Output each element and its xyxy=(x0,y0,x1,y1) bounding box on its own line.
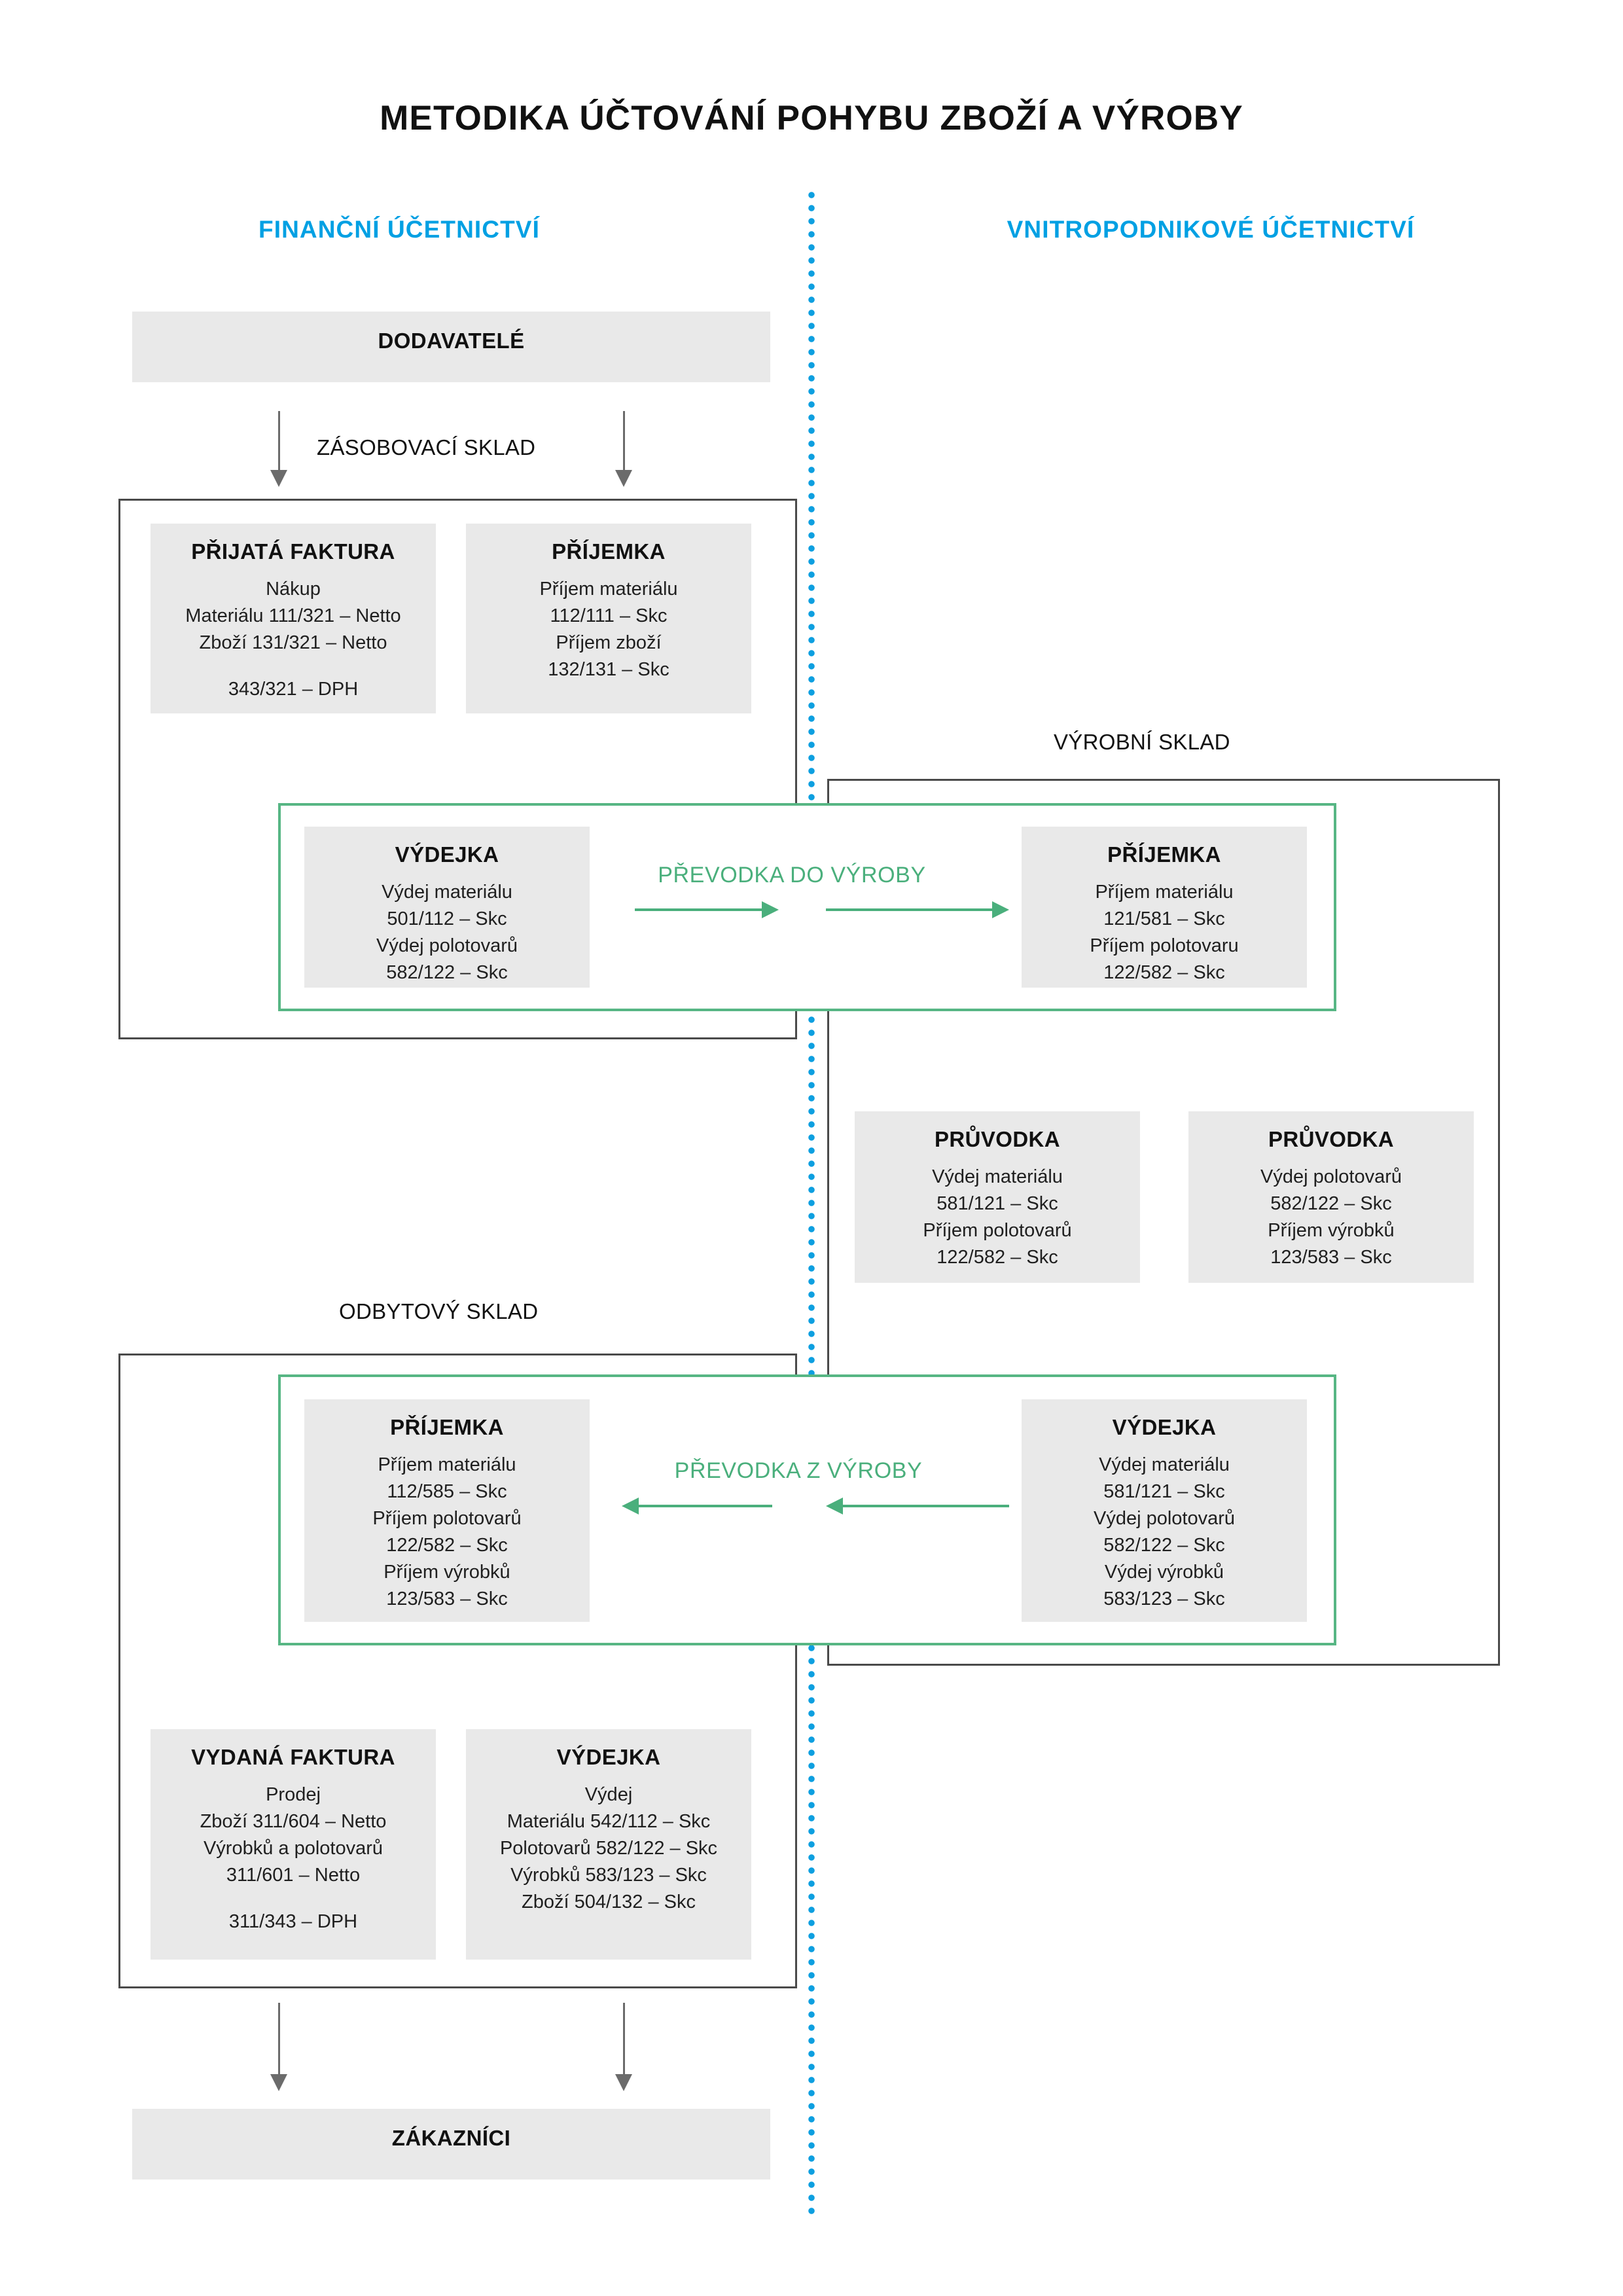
card-line: Nákup xyxy=(266,579,321,600)
card-title: VÝDEJKA xyxy=(556,1745,661,1769)
suppliers-label: DODAVATELÉ xyxy=(378,329,525,353)
card-line: Výdej materiálu xyxy=(932,1166,1063,1187)
card-title: VYDANÁ FAKTURA xyxy=(191,1745,395,1769)
card-title: PŘÍJEMKA xyxy=(390,1415,504,1439)
card-worksheet-material: PRŮVODKA Výdej materiálu 581/121 – Skc P… xyxy=(855,1111,1140,1283)
card-title: PŘÍJEMKA xyxy=(1107,842,1221,867)
card-line: 581/121 – Skc xyxy=(936,1193,1058,1214)
card-line: Materiálu 542/112 – Skc xyxy=(507,1811,711,1832)
vertical-dotted-divider xyxy=(806,190,817,2219)
card-line: Polotovarů 582/122 – Skc xyxy=(499,1838,718,1859)
card-line: Zboží 311/604 – Netto xyxy=(200,1811,387,1832)
card-line: Výdej xyxy=(584,1784,633,1805)
card-line: 343/321 – DPH xyxy=(228,679,359,700)
arrow-issue-to-customers xyxy=(615,2003,632,2091)
card-line: 121/581 – Skc xyxy=(1103,908,1225,929)
card-line: 122/582 – Skc xyxy=(386,1535,508,1556)
card-line: Výdej polotovarů xyxy=(376,935,518,956)
arrow-invoice-to-customers xyxy=(270,2003,287,2091)
card-line: Výdej polotovarů xyxy=(1093,1508,1236,1529)
card-line: Příjem polotovarů xyxy=(372,1508,522,1529)
card-issued-invoice: VYDANÁ FAKTURA Prodej Zboží 311/604 – Ne… xyxy=(151,1729,436,1960)
label-sales-warehouse: ODBYTOVÝ SKLAD xyxy=(339,1299,539,1323)
card-line: 112/111 – Skc xyxy=(550,605,668,626)
flow-label-to-production: PŘEVODKA DO VÝROBY xyxy=(658,863,926,888)
card-line: Příjem polotovaru xyxy=(1090,935,1239,956)
card-line: 583/123 – Skc xyxy=(1103,1588,1225,1609)
column-caption-financial-accounting: FINANČNÍ ÚČETNICTVÍ xyxy=(259,216,540,243)
card-line: Příjem polotovarů xyxy=(923,1220,1072,1241)
card-line: 123/583 – Skc xyxy=(386,1588,508,1609)
card-line: Příjem výrobků xyxy=(383,1562,510,1583)
card-title: PRŮVODKA xyxy=(1268,1127,1395,1151)
card-line: Příjem výrobků xyxy=(1268,1220,1395,1241)
card-line: Příjem materiálu xyxy=(1095,882,1234,903)
arrow-suppliers-to-receipt xyxy=(615,411,632,487)
customers-label: ZÁKAZNÍCI xyxy=(391,2126,511,2150)
card-line: 311/601 – Netto xyxy=(226,1865,361,1886)
card-line: Výrobků 583/123 – Skc xyxy=(510,1865,707,1886)
card-sales-receipt: PŘÍJEMKA Příjem materiálu 112/585 – Skc … xyxy=(304,1399,590,1622)
suppliers-box: DODAVATELÉ xyxy=(132,312,770,382)
card-title: VÝDEJKA xyxy=(395,842,499,867)
card-production-receipt: PŘÍJEMKA Příjem materiálu 121/581 – Skc … xyxy=(1022,827,1307,988)
arrow-from-production-left xyxy=(622,1498,772,1515)
card-line: 112/585 – Skc xyxy=(387,1481,507,1502)
column-caption-internal-accounting: VNITROPODNIKOVÉ ÚČETNICTVÍ xyxy=(1007,216,1415,243)
card-line: 311/343 – DPH xyxy=(228,1911,358,1932)
label-supply-warehouse: ZÁSOBOVACÍ SKLAD xyxy=(317,435,536,459)
card-line: 501/112 – Skc xyxy=(387,908,507,929)
card-line: 582/122 – Skc xyxy=(1103,1535,1225,1556)
arrow-to-production-right xyxy=(826,901,1009,918)
card-supply-issue: VÝDEJKA Výdej materiálu 501/112 – Skc Vý… xyxy=(304,827,590,988)
card-line: 132/131 – Skc xyxy=(548,659,669,680)
card-line: Příjem materiálu xyxy=(378,1454,516,1475)
card-line: 582/122 – Skc xyxy=(1270,1193,1392,1214)
card-production-issue: VÝDEJKA Výdej materiálu 581/121 – Skc Vý… xyxy=(1022,1399,1307,1622)
card-line: 581/121 – Skc xyxy=(1103,1481,1225,1502)
customers-box: ZÁKAZNÍCI xyxy=(132,2109,770,2179)
arrow-from-production-right xyxy=(826,1498,1009,1515)
card-line: Zboží 131/321 – Netto xyxy=(199,632,387,653)
card-line: 123/583 – Skc xyxy=(1270,1247,1392,1268)
card-title: PRŮVODKA xyxy=(934,1127,1061,1151)
card-line: Výdej materiálu xyxy=(382,882,512,903)
card-line: Výrobků a polotovarů xyxy=(203,1838,383,1859)
card-line: Výdej materiálu xyxy=(1099,1454,1230,1475)
flow-label-from-production: PŘEVODKA Z VÝROBY xyxy=(674,1458,923,1483)
card-title: VÝDEJKA xyxy=(1112,1415,1217,1439)
card-title: PŘÍJEMKA xyxy=(552,539,666,564)
card-worksheet-semifinished: PRŮVODKA Výdej polotovarů 582/122 – Skc … xyxy=(1188,1111,1474,1283)
card-title: PŘIJATÁ FAKTURA xyxy=(191,539,395,564)
card-line: Výdej polotovarů xyxy=(1260,1166,1402,1187)
card-line: Prodej xyxy=(266,1784,321,1805)
card-line: Zboží 504/132 – Skc xyxy=(522,1892,696,1912)
card-received-invoice: PŘIJATÁ FAKTURA Nákup Materiálu 111/321 … xyxy=(151,524,436,713)
card-supply-receipt: PŘÍJEMKA Příjem materiálu 112/111 – Skc … xyxy=(466,524,751,713)
label-production-warehouse: VÝROBNÍ SKLAD xyxy=(1054,730,1230,754)
card-line: 122/582 – Skc xyxy=(1103,962,1225,983)
card-line: Příjem zboží xyxy=(556,632,662,653)
page-title: METODIKA ÚČTOVÁNÍ POHYBU ZBOŽÍ A VÝROBY xyxy=(380,99,1243,137)
arrow-to-production-left xyxy=(635,901,779,918)
card-line: Výdej výrobků xyxy=(1104,1562,1224,1583)
card-line: 582/122 – Skc xyxy=(386,962,508,983)
arrow-suppliers-to-invoice xyxy=(270,411,287,487)
card-sales-issue: VÝDEJKA Výdej Materiálu 542/112 – Skc Po… xyxy=(466,1729,751,1960)
card-line: 122/582 – Skc xyxy=(936,1247,1058,1268)
card-line: Příjem materiálu xyxy=(539,579,678,600)
card-line: Materiálu 111/321 – Netto xyxy=(185,605,401,626)
